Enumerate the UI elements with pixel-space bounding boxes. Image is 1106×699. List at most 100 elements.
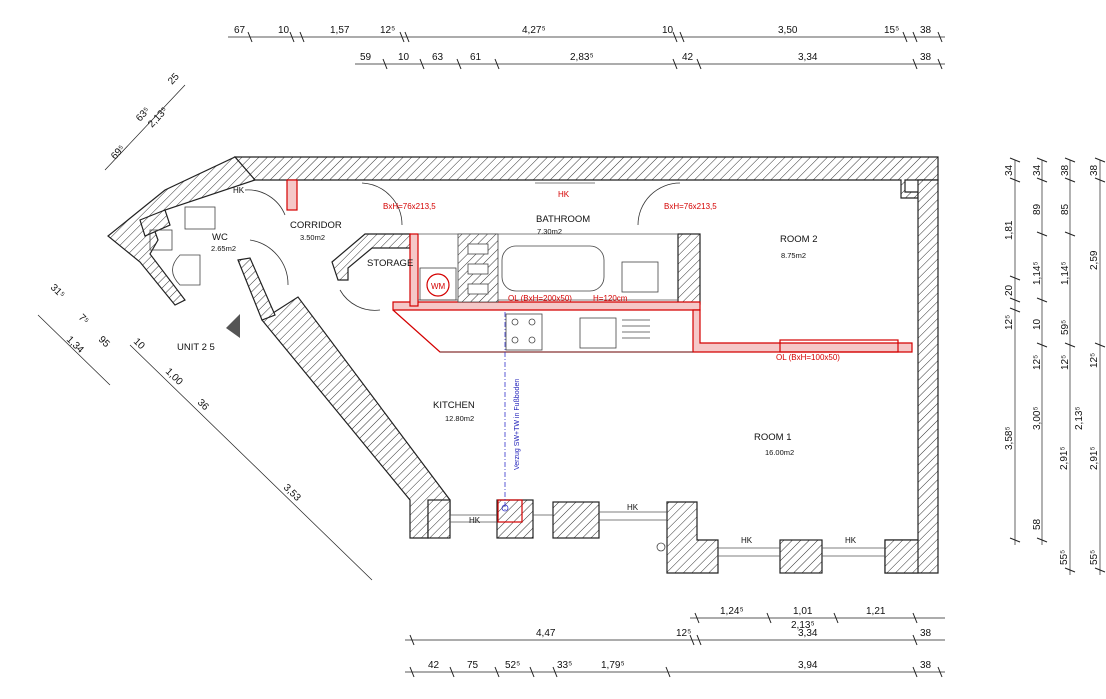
- dims-top-2: 59 10 63 61 2,83⁵ 42 3,34 38: [360, 52, 932, 63]
- diag-red-edge: [392, 309, 693, 353]
- dim-text: 52⁵: [505, 660, 520, 671]
- dim-text: 38: [1060, 164, 1071, 176]
- h-note: H=120cm: [593, 294, 628, 303]
- hk-label: HK: [233, 186, 245, 195]
- hk-label: HK: [558, 190, 570, 199]
- dim-text: 25: [166, 71, 182, 87]
- dim-text: 34: [1004, 164, 1015, 176]
- wc-name: WC: [212, 232, 228, 243]
- dim-text: 38: [920, 25, 932, 36]
- wm-circle: [426, 273, 450, 297]
- room1-area: 16.00m2: [765, 448, 794, 457]
- door-storage[interactable]: [339, 289, 381, 311]
- hk-label: HK: [469, 516, 481, 525]
- hk-label: HK: [741, 536, 753, 545]
- dim-text: 89: [1032, 203, 1043, 215]
- duct-marker: [497, 499, 523, 523]
- dim-text: 2,91⁵: [1089, 446, 1100, 470]
- corridor-name: CORRIDOR: [290, 220, 342, 231]
- red-notes: BxH=76x213,5 BxH=76x213,5 OL (BxH=200x50…: [383, 202, 840, 362]
- hk-labels: HK HK HK HK HK HK: [233, 186, 857, 545]
- diagonal-wall: [261, 296, 451, 539]
- dim-text: 1,00: [163, 366, 185, 388]
- dim-text: 3,34: [798, 628, 818, 639]
- toilet-bowl: [172, 254, 201, 286]
- dims-bottom-3: 42 75 52⁵ 33⁵ 1,79⁵ 3,94 38: [428, 660, 932, 671]
- unit-label: UNIT 2 5: [177, 342, 215, 353]
- bathroom-area: 7.30m2: [537, 227, 562, 236]
- dim-text: 3,34: [798, 52, 818, 63]
- dim-text: 67: [234, 25, 246, 36]
- dim-text: 38: [1089, 164, 1100, 176]
- kitchen-name: KITCHEN: [433, 400, 475, 411]
- bathroom-sink: [621, 261, 659, 293]
- stove: [505, 313, 543, 351]
- door-bathroom-left[interactable]: [361, 182, 403, 226]
- dim-text: 1,57: [330, 25, 350, 36]
- storage-red-wall: [409, 233, 419, 307]
- corridor-wall: [237, 257, 276, 321]
- dim-text: 1,81: [1004, 220, 1015, 240]
- dim-text: 3,94: [798, 660, 818, 671]
- wm-label: WM: [431, 282, 446, 291]
- dim-text: 4,47: [536, 628, 556, 639]
- dim-text: 38: [920, 52, 932, 63]
- bottom-pier-6: [884, 539, 919, 574]
- dim-text: 95: [96, 334, 112, 350]
- dim-text: 2,59: [1089, 250, 1100, 270]
- wc-area: 2.65m2: [211, 244, 236, 253]
- dim-text: 7⁵: [76, 312, 91, 327]
- hk-label: HK: [845, 536, 857, 545]
- new-walls: [286, 179, 913, 523]
- bathtub: [501, 245, 605, 292]
- dim-text: 1,79⁵: [601, 660, 625, 671]
- dim-text: 42: [428, 660, 440, 671]
- dim-text: 12⁵: [676, 628, 691, 639]
- bottom-pier-1: [427, 499, 451, 539]
- room2-area: 8.75m2: [781, 251, 806, 260]
- dim-text: 12⁵: [1060, 355, 1071, 370]
- door-note-left: BxH=76x213,5: [383, 202, 436, 211]
- dims-diagonal-long: 10 1,00 36 3,53: [131, 336, 303, 504]
- ol-room-note: OL (BxH=100x50): [776, 353, 840, 362]
- door-wc[interactable]: [244, 189, 286, 216]
- door-entry[interactable]: [249, 239, 289, 286]
- dim-text: 12⁵: [1004, 315, 1015, 330]
- door-bathroom-right[interactable]: [637, 182, 681, 226]
- dim-text: 10: [398, 52, 410, 63]
- door-swings: [244, 182, 681, 311]
- dims-bottom-2: 4,47 12⁵ 3,34 38: [536, 628, 932, 639]
- dim-text: 58: [1032, 518, 1043, 530]
- room2-pillar: [677, 233, 701, 305]
- dim-text: 34: [1032, 164, 1043, 176]
- dims-right-4: 38 2,59 12⁵ 55⁵: [1089, 164, 1100, 565]
- dims-right-1: 34 1,81 20 12⁵ 3,58⁵ 58 55⁵: [1004, 164, 1070, 565]
- dim-text: 4,27⁵: [522, 25, 546, 36]
- dim-text: 59⁵: [1060, 320, 1071, 335]
- dim-text: 3,50: [778, 25, 798, 36]
- entrance-marker: [226, 314, 240, 338]
- wc-sink: [184, 206, 216, 230]
- window-red-frame: [779, 339, 899, 353]
- right-wall: [884, 179, 939, 574]
- kitchen-red-wall: [392, 301, 701, 311]
- bottom-pier-2: [496, 499, 534, 539]
- dim-text: 38: [920, 628, 932, 639]
- dim-text: 55⁵: [1059, 550, 1070, 565]
- dim-text: 2,13⁵: [791, 620, 815, 631]
- dim-text: 3,00⁵: [1032, 406, 1043, 430]
- dim-text: 2,91⁵: [1059, 446, 1070, 470]
- dim-text: 3,53: [281, 482, 303, 504]
- corridor-area: 3.50m2: [300, 233, 325, 242]
- dim-text: 10: [662, 25, 674, 36]
- dims-bottom-1: 1,24⁵ 1,01 1,21 2,13⁵: [720, 606, 886, 631]
- dim-text: 10: [131, 336, 147, 352]
- dim-text: 63: [432, 52, 444, 63]
- dim-text: 85: [1060, 203, 1071, 215]
- kitchen-area: 12.80m2: [445, 414, 474, 423]
- dim-text: 2,13⁵: [1074, 406, 1085, 430]
- dim-text: 2,13⁵: [146, 105, 170, 130]
- toilet-tank: [149, 229, 173, 251]
- shaft-slot-1: [467, 243, 489, 255]
